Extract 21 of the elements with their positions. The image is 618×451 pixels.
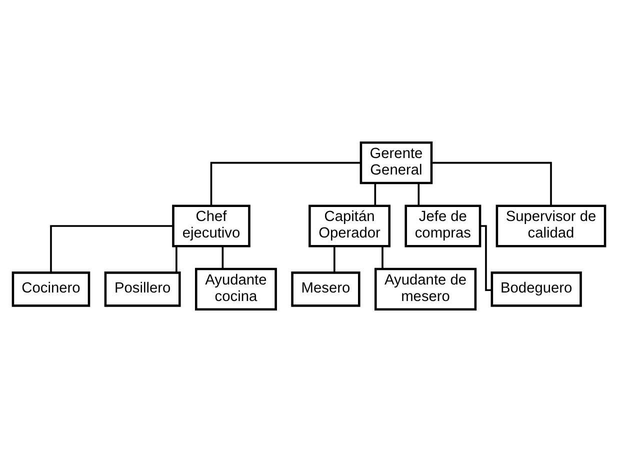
node-box: Capitán Operador	[308, 204, 390, 247]
connector	[418, 182, 420, 206]
connector	[432, 161, 552, 206]
connector	[50, 224, 173, 272]
node-box: Posillero	[104, 271, 181, 306]
node-box: Bodeguero	[490, 271, 582, 306]
node-box: Supervisor de calidad	[496, 204, 606, 247]
connector	[374, 182, 376, 206]
node-box: Gerente General	[360, 141, 433, 184]
connector	[480, 224, 492, 291]
connector	[222, 246, 224, 268]
connector	[334, 246, 336, 272]
node-box: Cocinero	[12, 271, 90, 306]
node-box: Ayudante cocina	[194, 267, 277, 310]
node-box: Ayudante de mesero	[374, 267, 477, 310]
node-box: Chef ejecutivo	[172, 204, 250, 247]
connector	[176, 246, 178, 272]
node-box: Jefe de compras	[404, 204, 482, 247]
node-box: Mesero	[291, 271, 360, 306]
connector	[210, 161, 361, 206]
connector	[382, 246, 384, 268]
